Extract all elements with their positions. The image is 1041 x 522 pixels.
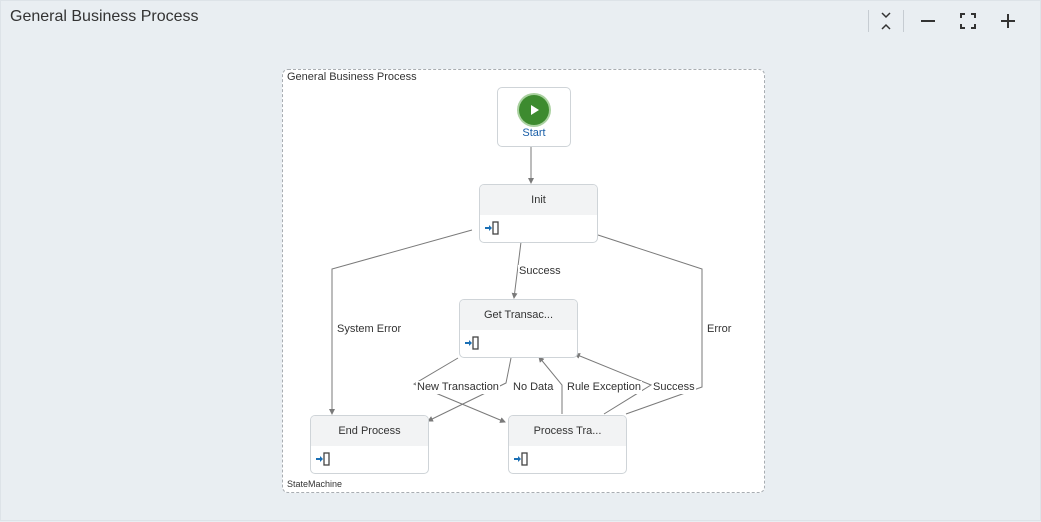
- zoom-out-button[interactable]: [908, 7, 948, 35]
- plus-icon: [1001, 14, 1015, 28]
- transition-label: Success: [518, 265, 562, 278]
- transition-new-transaction[interactable]: [412, 357, 506, 423]
- collapse-expand-button[interactable]: [873, 7, 899, 35]
- state-title: End Process: [311, 416, 428, 446]
- toolbar-divider: [903, 10, 904, 32]
- state-process-transaction[interactable]: Process Tra...: [508, 415, 627, 474]
- transition-label: Error: [706, 323, 733, 336]
- transition-no-data[interactable]: [427, 357, 512, 422]
- toolbar-divider: [868, 10, 869, 32]
- fit-to-screen-button[interactable]: [948, 7, 988, 35]
- collapse-expand-icon: [881, 12, 891, 30]
- state-init[interactable]: Init: [479, 184, 598, 243]
- transition-label: Rule Exception: [566, 381, 642, 394]
- state-get-transaction[interactable]: Get Transac...: [459, 299, 578, 358]
- panel-title: General Business Process: [10, 8, 199, 25]
- enter-state-icon: [514, 452, 528, 466]
- enter-state-icon: [485, 221, 499, 235]
- enter-state-icon: [316, 452, 330, 466]
- transition-rule-exception[interactable]: [538, 356, 563, 414]
- transition-init-success[interactable]: [511, 241, 522, 299]
- state-end-process[interactable]: End Process: [310, 415, 429, 474]
- transition-success-loop[interactable]: [574, 353, 653, 415]
- fit-screen-icon: [960, 13, 976, 29]
- diagram-toolbar: [864, 7, 1028, 35]
- minus-icon: [921, 20, 935, 22]
- transition-label: System Error: [336, 323, 403, 336]
- transition-error[interactable]: [597, 234, 703, 415]
- start-node[interactable]: Start: [497, 87, 571, 147]
- enter-state-icon: [465, 336, 479, 350]
- start-label: Start: [522, 127, 546, 139]
- state-title: Process Tra...: [509, 416, 626, 446]
- transition-system-error[interactable]: [329, 229, 473, 415]
- state-machine-title: General Business Process: [287, 71, 417, 83]
- state-machine-type-label: StateMachine: [287, 479, 343, 489]
- play-icon: [519, 95, 549, 125]
- transition-label: New Transaction: [416, 381, 500, 394]
- transition-label: Success: [652, 381, 696, 394]
- transition-label: No Data: [512, 381, 555, 394]
- zoom-in-button[interactable]: [988, 7, 1028, 35]
- state-title: Init: [480, 185, 597, 215]
- state-title: Get Transac...: [460, 300, 577, 330]
